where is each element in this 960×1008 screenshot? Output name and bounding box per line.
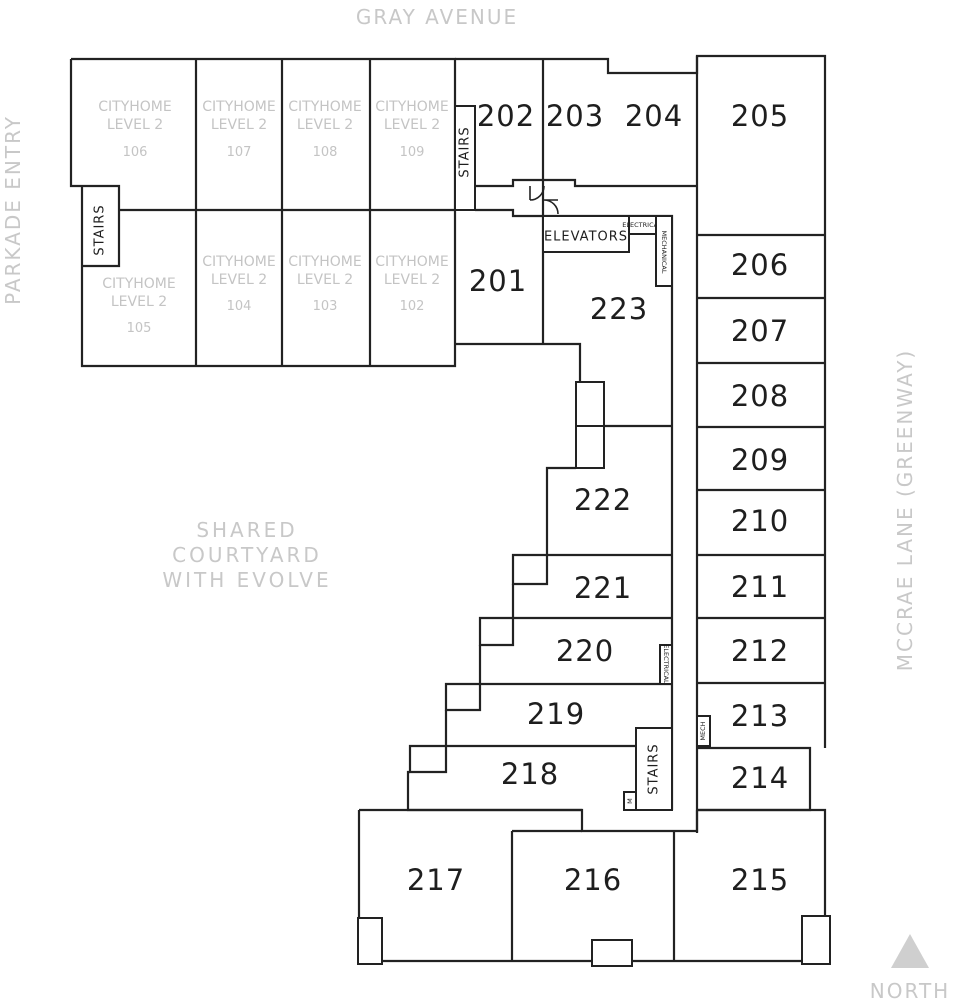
svg-text:CITYHOME: CITYHOME bbox=[102, 276, 175, 292]
svg-text:108: 108 bbox=[313, 145, 338, 160]
unit-211[interactable]: 211 bbox=[731, 570, 789, 604]
unit-203[interactable]: 203 bbox=[546, 99, 604, 133]
unit-219[interactable]: 219 bbox=[527, 697, 585, 731]
unit-209[interactable]: 209 bbox=[731, 443, 789, 477]
svg-text:102: 102 bbox=[400, 299, 425, 314]
svg-text:106: 106 bbox=[123, 145, 148, 160]
svg-text:109: 109 bbox=[400, 145, 425, 160]
svg-text:CITYHOME: CITYHOME bbox=[98, 99, 171, 115]
courtyard-label-3: WITH EVOLVE bbox=[162, 568, 331, 592]
north-indicator: NORTH bbox=[870, 934, 950, 1003]
street-parkade-entry: PARKADE ENTRY bbox=[1, 115, 25, 305]
stairs-north: STAIRS bbox=[454, 105, 476, 211]
cityhome-107: CITYHOME LEVEL 2 107 bbox=[202, 99, 275, 160]
svg-text:CITYHOME: CITYHOME bbox=[375, 254, 448, 270]
stairs-south-label: STAIRS bbox=[647, 743, 662, 794]
svg-text:CITYHOME: CITYHOME bbox=[375, 99, 448, 115]
courtyard-label-2: COURTYARD bbox=[172, 543, 322, 567]
unit-210[interactable]: 210 bbox=[731, 504, 789, 538]
east-wing bbox=[697, 296, 827, 916]
svg-text:104: 104 bbox=[227, 299, 252, 314]
svg-text:CITYHOME: CITYHOME bbox=[202, 254, 275, 270]
unit-216[interactable]: 216 bbox=[564, 863, 622, 897]
svg-text:CITYHOME: CITYHOME bbox=[288, 254, 361, 270]
north-wing bbox=[455, 54, 827, 833]
stairs-south: STAIRS bbox=[635, 727, 673, 811]
unit-215[interactable]: 215 bbox=[731, 863, 789, 897]
cityhome-109: CITYHOME LEVEL 2 109 bbox=[375, 99, 448, 160]
electrical-220-label: ELECTRICAL bbox=[662, 644, 670, 684]
cityhome-103: CITYHOME LEVEL 2 103 bbox=[288, 254, 361, 314]
unit-222[interactable]: 222 bbox=[574, 483, 632, 517]
svg-text:LEVEL 2: LEVEL 2 bbox=[211, 117, 267, 133]
courtyard-label-1: SHARED bbox=[196, 518, 297, 542]
svg-text:CITYHOME: CITYHOME bbox=[202, 99, 275, 115]
unit-208[interactable]: 208 bbox=[731, 379, 789, 413]
svg-text:LEVEL 2: LEVEL 2 bbox=[211, 272, 267, 288]
unit-220[interactable]: 220 bbox=[556, 634, 614, 668]
elevators: ELEVATORS bbox=[542, 215, 630, 253]
unit-207[interactable]: 207 bbox=[731, 314, 789, 348]
cityhome-102: CITYHOME LEVEL 2 102 bbox=[375, 254, 448, 314]
street-gray-avenue: GRAY AVENUE bbox=[356, 5, 518, 29]
mechanical: MECHANICAL bbox=[655, 215, 673, 287]
street-mccrae-lane: MCCRAE LANE (GREENWAY) bbox=[893, 349, 917, 671]
svg-text:LEVEL 2: LEVEL 2 bbox=[111, 294, 167, 310]
column-215 bbox=[801, 915, 831, 965]
stairs-cityhome-label: STAIRS bbox=[93, 204, 108, 255]
svg-text:LEVEL 2: LEVEL 2 bbox=[297, 117, 353, 133]
cityhome-108: CITYHOME LEVEL 2 108 bbox=[288, 99, 361, 160]
unit-217[interactable]: 217 bbox=[407, 863, 465, 897]
unit-214[interactable]: 214 bbox=[731, 761, 789, 795]
svg-text:105: 105 bbox=[127, 321, 152, 336]
svg-text:107: 107 bbox=[227, 145, 252, 160]
unit-223[interactable]: 223 bbox=[590, 292, 648, 326]
m-room: M bbox=[623, 791, 637, 811]
svg-text:103: 103 bbox=[313, 299, 338, 314]
unit-205[interactable]: 205 bbox=[731, 99, 789, 133]
unit-218[interactable]: 218 bbox=[501, 757, 559, 791]
unit-213[interactable]: 213 bbox=[731, 699, 789, 733]
m-room-label: M bbox=[626, 798, 634, 804]
west-wing bbox=[357, 381, 830, 963]
column-217 bbox=[357, 917, 383, 965]
door-arc-1 bbox=[529, 185, 545, 201]
cityhome-104: CITYHOME LEVEL 2 104 bbox=[202, 254, 275, 314]
unit-221[interactable]: 221 bbox=[574, 571, 632, 605]
cityhome-105: CITYHOME LEVEL 2 105 bbox=[102, 276, 175, 336]
unit-204[interactable]: 204 bbox=[625, 99, 683, 133]
electrical-north: ELECTRICAL bbox=[622, 215, 662, 235]
stairs-north-label: STAIRS bbox=[458, 126, 473, 177]
unit-201[interactable]: 201 bbox=[469, 264, 527, 298]
column-216 bbox=[591, 939, 633, 967]
mech-label: MECH bbox=[699, 721, 707, 740]
electrical-north-label: ELECTRICAL bbox=[622, 221, 662, 229]
svg-text:LEVEL 2: LEVEL 2 bbox=[297, 272, 353, 288]
mechanical-label: MECHANICAL bbox=[660, 231, 668, 274]
unit-212[interactable]: 212 bbox=[731, 634, 789, 668]
north-arrow-icon bbox=[891, 934, 929, 968]
svg-text:CITYHOME: CITYHOME bbox=[288, 99, 361, 115]
unit-202[interactable]: 202 bbox=[477, 99, 535, 133]
svg-text:LEVEL 2: LEVEL 2 bbox=[384, 117, 440, 133]
unit-206[interactable]: 206 bbox=[731, 248, 789, 282]
svg-text:LEVEL 2: LEVEL 2 bbox=[384, 272, 440, 288]
electrical-220: ELECTRICAL bbox=[659, 644, 673, 685]
door-arc-2 bbox=[543, 199, 559, 215]
elevators-label: ELEVATORS bbox=[544, 230, 628, 245]
north-label: NORTH bbox=[870, 979, 950, 1003]
mech-213: MECH bbox=[696, 715, 711, 747]
svg-text:LEVEL 2: LEVEL 2 bbox=[107, 117, 163, 133]
stairs-cityhome: STAIRS bbox=[93, 204, 108, 255]
cityhome-106: CITYHOME LEVEL 2 106 bbox=[98, 99, 171, 160]
